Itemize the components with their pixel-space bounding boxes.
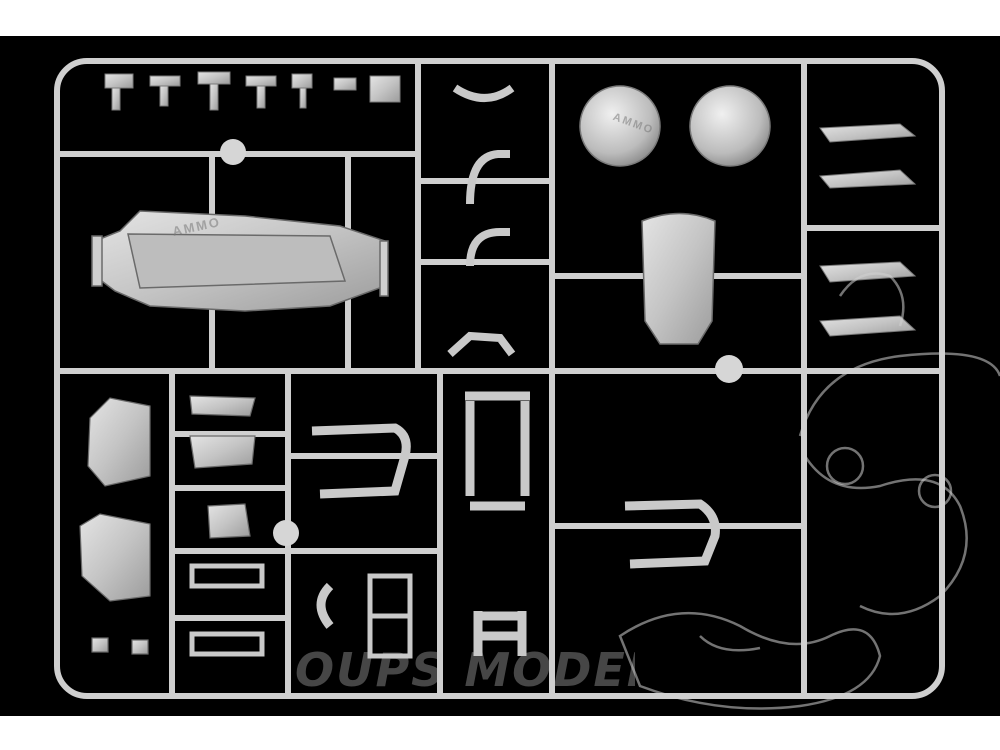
sprue-frame (54, 58, 945, 699)
dome-parts (579, 85, 771, 167)
lower-left-parts (79, 395, 256, 655)
sprue-drawing (54, 58, 1000, 710)
u-frames (311, 391, 720, 656)
canopy-frames-mid (447, 84, 516, 357)
mascot-watermark (618, 272, 1000, 710)
cockpit-tub (91, 210, 389, 312)
sprue-discs (220, 139, 743, 546)
sprue-photo: AMMO AMMO (0, 36, 1000, 716)
seat-back (641, 212, 716, 345)
small-parts-top (104, 71, 401, 111)
ladder-parts (189, 563, 413, 659)
right-column-parts (818, 123, 917, 337)
shop-watermark: OUPS MODEL (295, 643, 635, 697)
